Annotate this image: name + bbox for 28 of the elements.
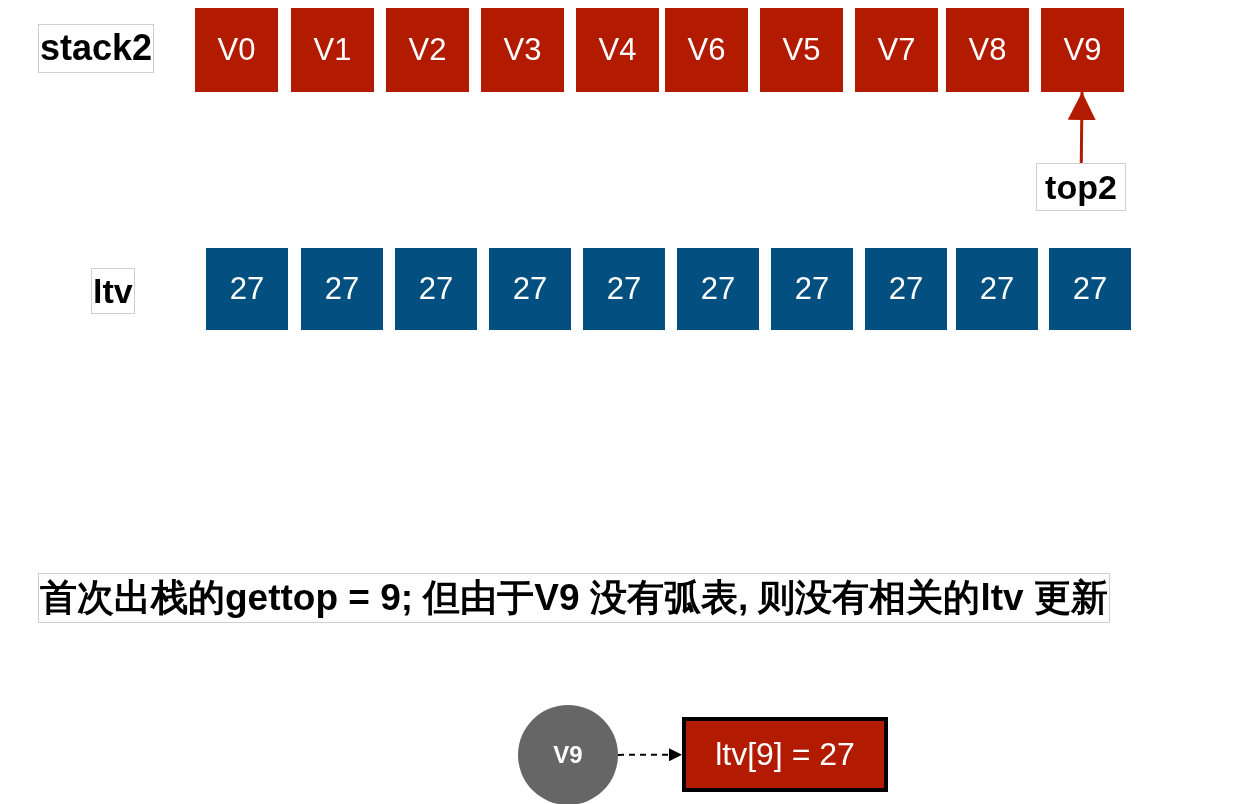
stack-slot: V8 [946,8,1029,92]
ltv-slot: 27 [206,248,288,330]
stack-slot: V7 [855,8,938,92]
arrow [1067,92,1096,164]
ltv-slot: 27 [865,248,947,330]
stack-slot: V4 [576,8,659,92]
stack-slot: V5 [760,8,843,92]
vertex-circle: V9 [518,705,618,804]
ltv-slot: 27 [956,248,1038,330]
value-box: ltv[9] = 27 [682,717,888,792]
row-label: ltv [91,268,135,315]
ltv-slot: 27 [583,248,665,330]
stack-slot: V2 [386,8,469,92]
ltv-slot: 27 [677,248,759,330]
row-label: stack2 [38,24,155,73]
note-text: 首次出栈的gettop = 9; 但由于V9 没有弧表, 则没有相关的ltv 更新 [38,573,1110,624]
ltv-slot: 27 [395,248,477,330]
stack-slot: V3 [481,8,564,92]
stack-slot: V6 [665,8,748,92]
dashed-arrow [617,748,683,762]
ltv-slot: 27 [489,248,571,330]
stack-slot: V0 [195,8,278,92]
ltv-slot: 27 [771,248,853,330]
stack-slot: V9 [1041,8,1124,92]
pointer-label: top2 [1036,163,1126,211]
stack-slot: V1 [291,8,374,92]
ltv-slot: 27 [301,248,383,330]
ltv-slot: 27 [1049,248,1131,330]
